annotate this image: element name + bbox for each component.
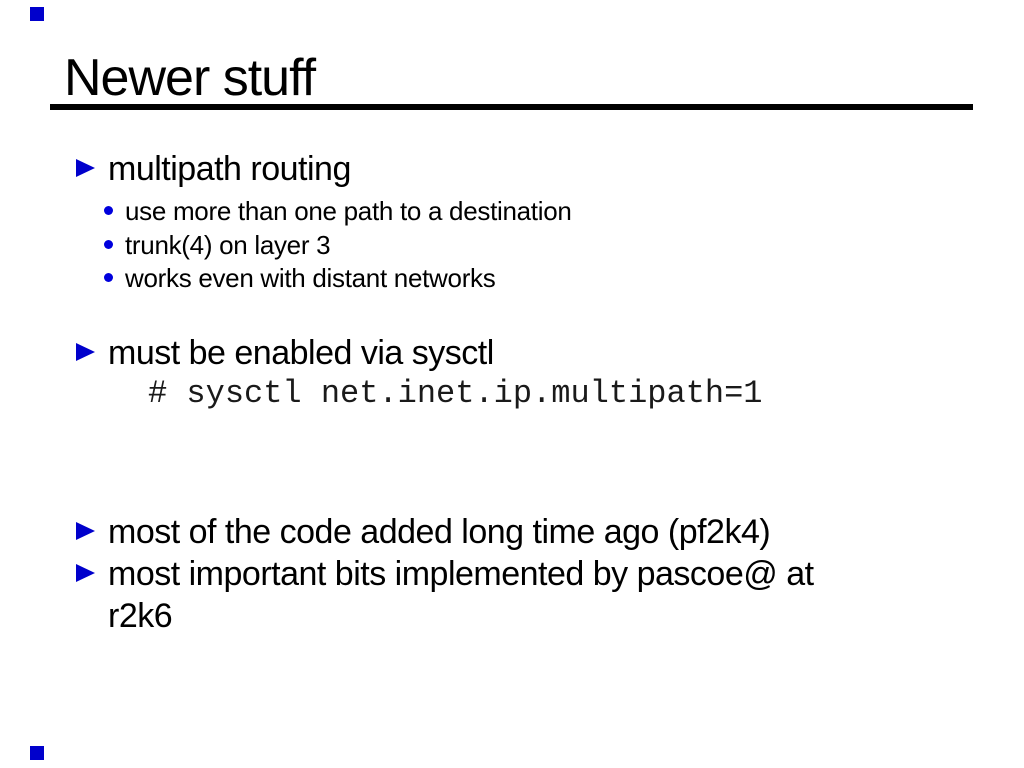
bullet-text-continuation: r2k6: [108, 597, 173, 635]
square-mark-icon: [30, 7, 44, 21]
sub-bullet-text: use more than one path to a destination: [125, 196, 572, 226]
square-mark-icon: [30, 746, 44, 760]
triangle-right-icon: [76, 564, 95, 582]
sub-bullet-text: trunk(4) on layer 3: [125, 230, 331, 260]
sub-bullet-item: trunk(4) on layer 3: [104, 230, 331, 260]
bullet-text: must be enabled via sysctl: [108, 334, 494, 372]
dot-icon: [104, 273, 113, 282]
sub-bullet-item: use more than one path to a destination: [104, 196, 572, 226]
title-underline-rule: [50, 104, 973, 110]
page-title: Newer stuff: [64, 49, 316, 107]
triangle-right-icon: [76, 522, 95, 540]
sub-bullet-text: works even with distant networks: [125, 263, 496, 293]
bullet-item: most important bits implemented by pasco…: [76, 555, 814, 593]
dot-icon: [104, 206, 113, 215]
triangle-right-icon: [76, 343, 95, 361]
bullet-text: multipath routing: [108, 150, 351, 188]
bullet-text: most of the code added long time ago (pf…: [108, 513, 771, 551]
dot-icon: [104, 240, 113, 249]
bullet-text: most important bits implemented by pasco…: [108, 555, 814, 593]
bullet-item: must be enabled via sysctl: [76, 334, 494, 372]
sub-bullet-item: works even with distant networks: [104, 263, 496, 293]
triangle-right-icon: [76, 159, 95, 177]
bullet-item: most of the code added long time ago (pf…: [76, 513, 771, 551]
code-line: # sysctl net.inet.ip.multipath=1: [148, 375, 763, 412]
bullet-item: multipath routing: [76, 150, 351, 188]
